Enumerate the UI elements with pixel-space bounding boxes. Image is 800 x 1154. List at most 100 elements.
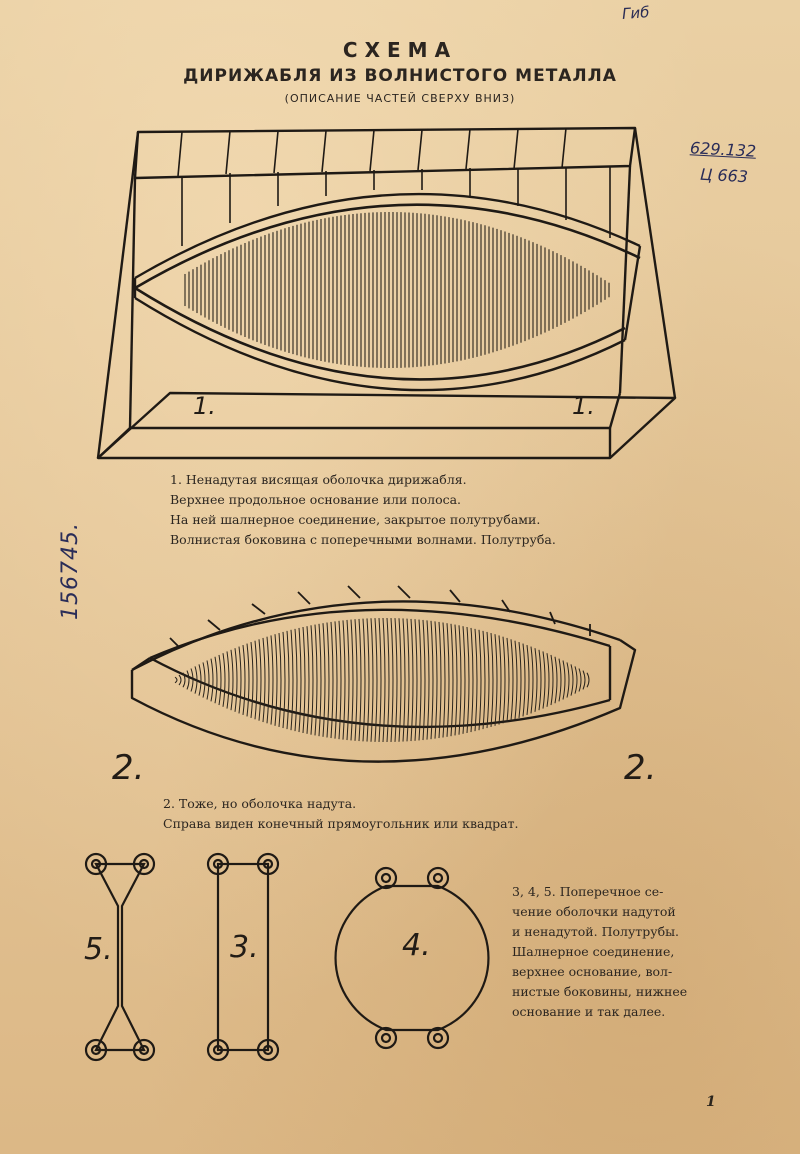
figure-3-label: 3.	[230, 930, 259, 965]
envelope-rib	[310, 625, 314, 735]
caption-line: Волнистая боковина с поперечными волнами…	[170, 532, 556, 547]
caption-line: и ненадутой. Полутрубы.	[512, 924, 680, 939]
figure-4-drawing	[334, 866, 490, 1050]
envelope-rib	[266, 636, 270, 724]
envelope-rib	[406, 618, 410, 742]
figure-2-label-left: 2.	[112, 748, 145, 788]
envelope-rib	[562, 660, 566, 700]
envelope-rib	[322, 623, 326, 737]
envelope-rib	[214, 656, 218, 704]
envelope-rib	[182, 672, 186, 688]
envelope-rib	[246, 643, 250, 717]
caption-line: чение оболочки надутой	[512, 904, 676, 919]
caption-line: 1. Ненадутая висящая оболочка дирижабля.	[170, 472, 467, 487]
envelope-rib	[398, 618, 402, 742]
envelope-rib	[462, 626, 466, 734]
envelope-rib	[278, 633, 282, 727]
figure-4-label: 4.	[402, 928, 431, 963]
caption-line: 3, 4, 5. Поперечное се-	[512, 884, 664, 899]
figure-2-drawing	[130, 585, 637, 763]
envelope-rib	[582, 670, 586, 690]
envelope-rib	[458, 625, 462, 735]
envelope-rib	[186, 670, 190, 690]
envelope-rib	[218, 654, 222, 706]
envelope-rib	[470, 627, 474, 733]
envelope-rib	[454, 624, 458, 736]
envelope-rib	[362, 618, 366, 742]
envelope-rib	[174, 676, 178, 684]
envelope-rib	[498, 635, 502, 725]
envelope-rib	[314, 624, 318, 736]
envelope-rib	[474, 628, 478, 732]
caption-line: нистые боковины, нижнее	[512, 984, 688, 999]
envelope-rib	[518, 642, 522, 718]
caption-line: Справа виден конечный прямоугольник или …	[163, 816, 519, 831]
envelope-rib	[538, 649, 542, 711]
envelope-rib	[530, 646, 534, 714]
envelope-rib	[318, 623, 322, 737]
envelope-rib	[450, 623, 454, 737]
handwritten-mark: Гиб	[621, 3, 650, 23]
envelope-rib	[326, 622, 330, 738]
figure-5-label: 5.	[84, 932, 113, 967]
envelope-rib	[222, 653, 226, 707]
figure-1-caption: 1. Ненадутая висящая оболочка дирижабля.…	[170, 470, 556, 550]
envelope-rib	[586, 672, 590, 688]
envelope-rib	[286, 630, 290, 730]
caption-line: 2. Тоже, но оболочка надута.	[163, 796, 357, 811]
envelope-rib	[250, 642, 254, 718]
catalog-code-line2: Ц 663	[699, 164, 749, 187]
envelope-rib	[346, 619, 350, 741]
envelope-rib	[446, 623, 450, 737]
caption-line: Шалнерное соединение,	[512, 944, 675, 959]
envelope-rib	[382, 617, 386, 743]
envelope-rib	[206, 660, 210, 700]
envelope-rib	[414, 619, 418, 741]
envelope-rib	[242, 644, 246, 716]
envelope-rib	[342, 620, 346, 740]
envelope-rib	[354, 619, 358, 741]
envelope-rib	[334, 621, 338, 739]
envelope-rib	[438, 621, 442, 739]
envelope-rib	[550, 654, 554, 706]
figure-5-drawing	[84, 852, 156, 1062]
envelope-rib	[258, 639, 262, 721]
page-title: СХЕМА	[342, 38, 458, 62]
envelope-rib	[570, 664, 574, 696]
envelope-rib	[358, 618, 362, 742]
envelope-rib	[338, 620, 342, 740]
envelope-rib	[574, 666, 578, 694]
envelope-rib	[330, 621, 334, 739]
page-number: 1	[706, 1094, 716, 1110]
envelope-ribs	[184, 212, 610, 368]
page-note: (ОПИСАНИЕ ЧАСТЕЙ СВЕРХУ ВНИЗ)	[284, 92, 516, 105]
envelope-rib	[390, 618, 394, 742]
envelope-rib	[430, 620, 434, 740]
envelope-rib	[226, 651, 230, 709]
envelope-rib	[190, 668, 194, 692]
envelope-rib	[294, 628, 298, 732]
envelope-rib	[254, 640, 258, 720]
envelope-rib	[490, 633, 494, 727]
envelope-rib	[442, 622, 446, 738]
frame-top	[133, 126, 637, 180]
upper-strip-segments	[169, 585, 591, 649]
caption-line: Верхнее продольное основание или полоса.	[170, 492, 462, 507]
envelope-rib	[270, 635, 274, 725]
envelope-rib	[230, 649, 234, 711]
envelope-rib	[394, 618, 398, 742]
envelope-rib	[262, 637, 266, 723]
envelope-rib	[410, 618, 414, 742]
figure-2-label-right: 2.	[624, 748, 657, 788]
envelope-rib	[378, 618, 382, 742]
envelope-rib	[306, 626, 310, 734]
envelope-rib	[302, 626, 306, 734]
envelope-rib	[282, 631, 286, 729]
envelope-rib	[198, 664, 202, 696]
envelope-rib	[234, 648, 238, 712]
envelope-rib	[366, 618, 370, 742]
envelope-rib	[578, 668, 582, 692]
envelope-rib	[374, 618, 378, 742]
page-subtitle: ДИРИЖАБЛЯ ИЗ ВОЛНИСТОГО МЕТАЛЛА	[183, 66, 617, 86]
